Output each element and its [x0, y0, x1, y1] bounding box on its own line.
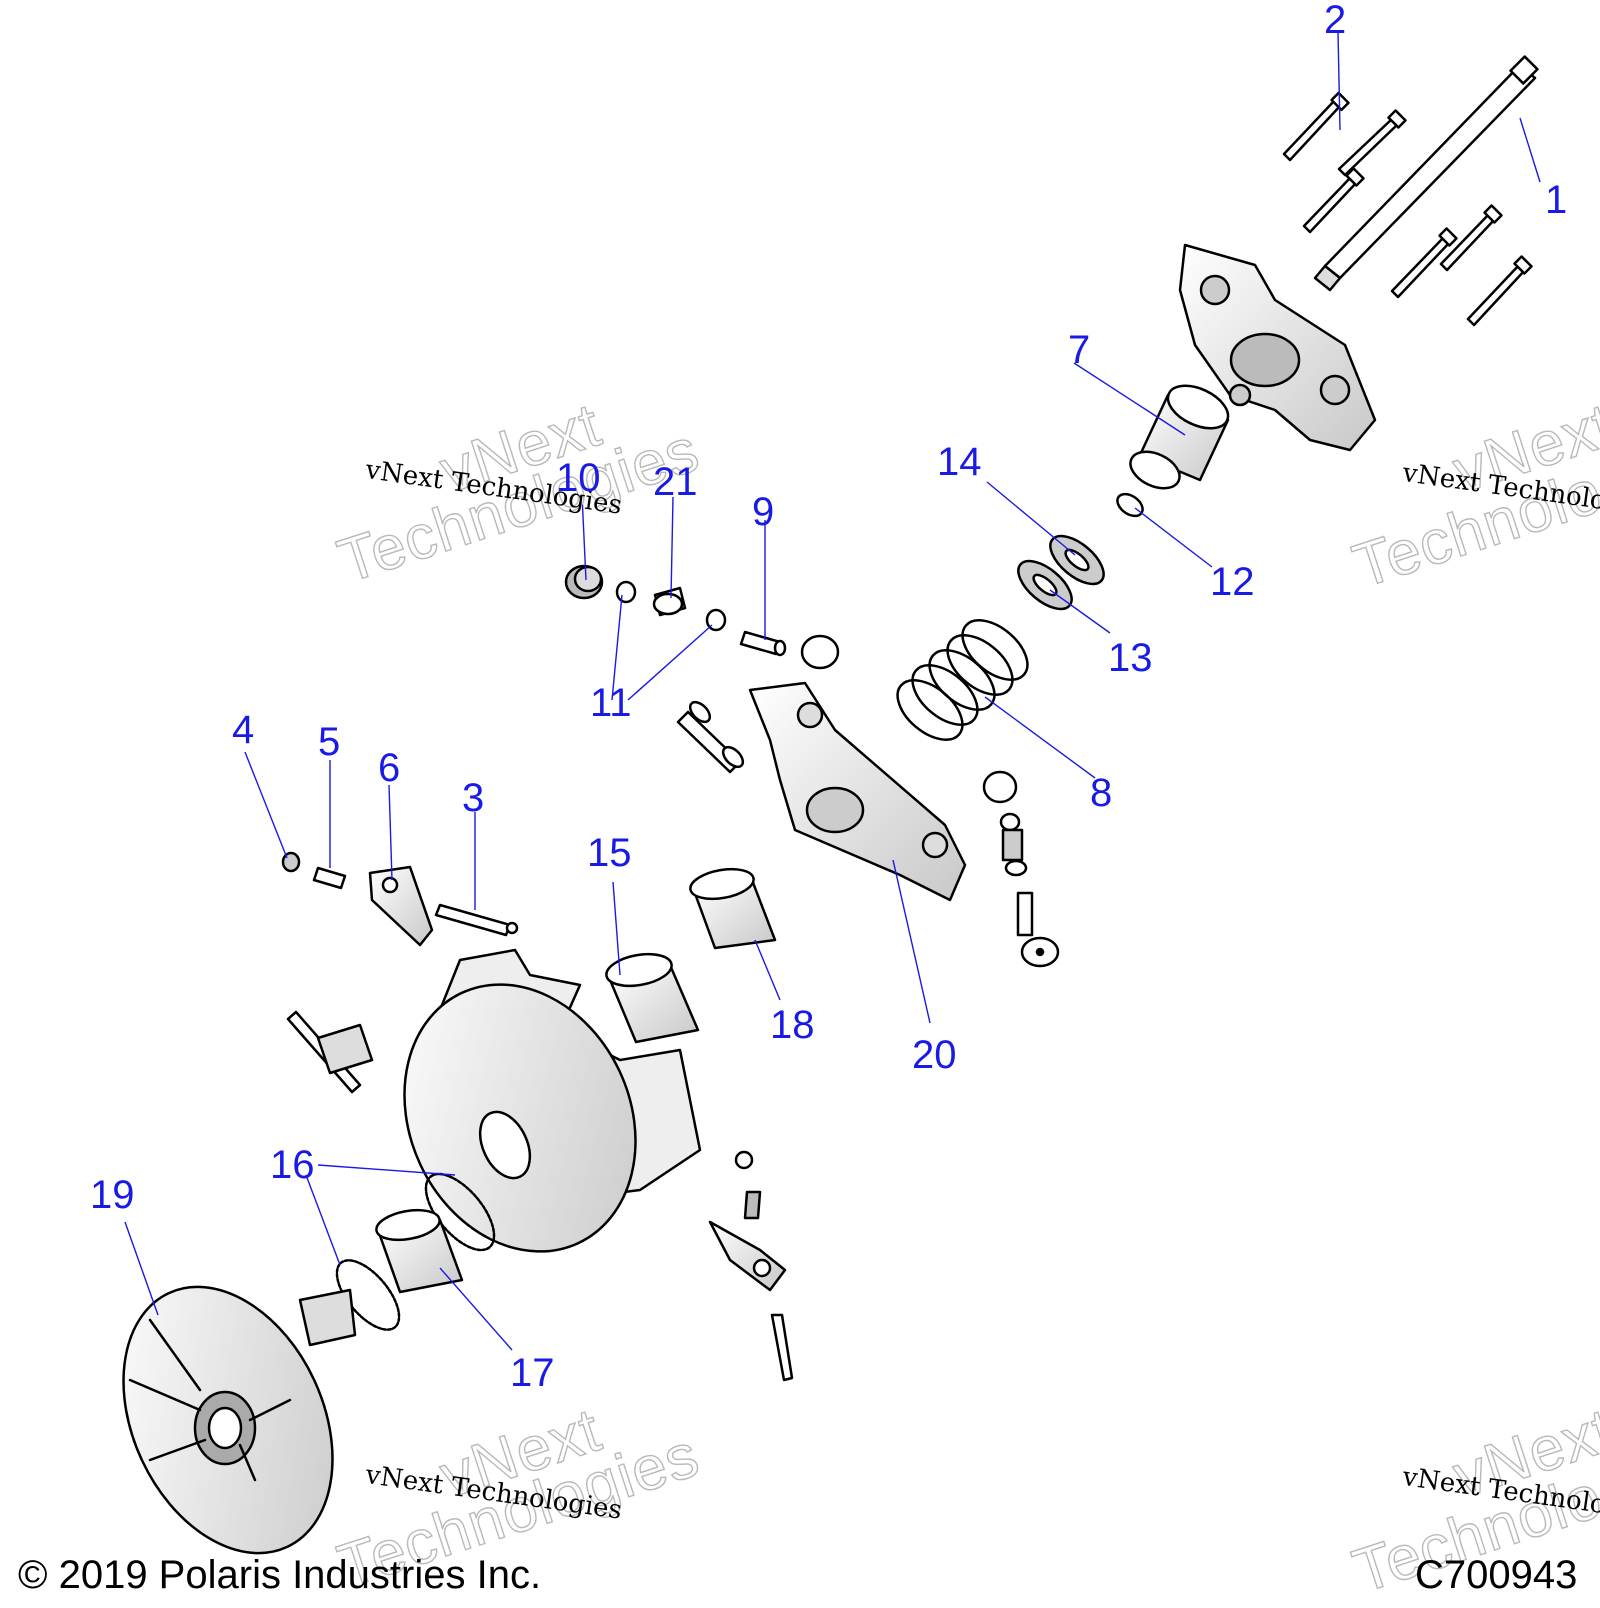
leader-lines	[124, 31, 1541, 1351]
callout-4: 4	[232, 708, 255, 752]
callout-8: 8	[1090, 771, 1113, 815]
part-19-fixed-sheave	[122, 1285, 357, 1555]
part-20-arm	[748, 681, 967, 902]
callout-2: 2	[1324, 0, 1347, 42]
part-9-pin	[739, 630, 787, 657]
weight-small	[708, 1220, 787, 1292]
part-8-spring	[896, 619, 1029, 741]
roller-stack	[982, 770, 1060, 968]
callout-21: 21	[653, 460, 698, 504]
roller-pin-assembly	[676, 700, 745, 774]
part-11-ring-a	[615, 580, 637, 604]
callout-7: 7	[1068, 328, 1091, 372]
part-6-weight	[368, 865, 434, 947]
part-18-bushing	[689, 867, 777, 950]
part-13-14-washers	[1017, 534, 1105, 611]
callout-1: 1	[1545, 178, 1568, 222]
button-cap	[800, 634, 840, 670]
callout-12: 12	[1210, 560, 1255, 604]
callout-16: 16	[270, 1143, 315, 1187]
adjuster-bolt	[286, 1010, 374, 1094]
part-1-long-bolt	[1313, 55, 1539, 292]
callout-3: 3	[462, 776, 485, 820]
callout-5: 5	[318, 720, 341, 764]
part-12-ring	[1116, 492, 1144, 518]
spider-plate	[1178, 243, 1377, 452]
pin-long	[770, 1313, 794, 1382]
callout-11: 11	[590, 681, 632, 725]
part-3-pin	[434, 903, 519, 937]
callout-9: 9	[752, 490, 775, 534]
callout-14: 14	[937, 440, 982, 484]
figure-code: C700943	[1415, 1553, 1578, 1597]
callout-6: 6	[378, 746, 401, 790]
callout-17: 17	[510, 1351, 555, 1395]
callout-10: 10	[556, 456, 601, 500]
part-10-cap	[564, 564, 604, 600]
nut-small	[734, 1150, 754, 1170]
callout-20: 20	[912, 1033, 957, 1077]
part-7-bushing	[1129, 384, 1230, 490]
part-5-pin	[312, 866, 347, 890]
copyright-text: © 2019 Polaris Industries Inc.	[18, 1553, 542, 1597]
callout-13: 13	[1108, 636, 1153, 680]
part-2-bolts	[1282, 91, 1533, 327]
callout-18: 18	[770, 1003, 815, 1047]
part-17-bushing	[375, 1208, 464, 1294]
part-15-bushing	[605, 952, 700, 1044]
pin-small	[743, 1190, 762, 1220]
part-21-sleeve	[652, 586, 687, 617]
callout-15: 15	[587, 831, 632, 875]
callout-19: 19	[90, 1173, 135, 1217]
